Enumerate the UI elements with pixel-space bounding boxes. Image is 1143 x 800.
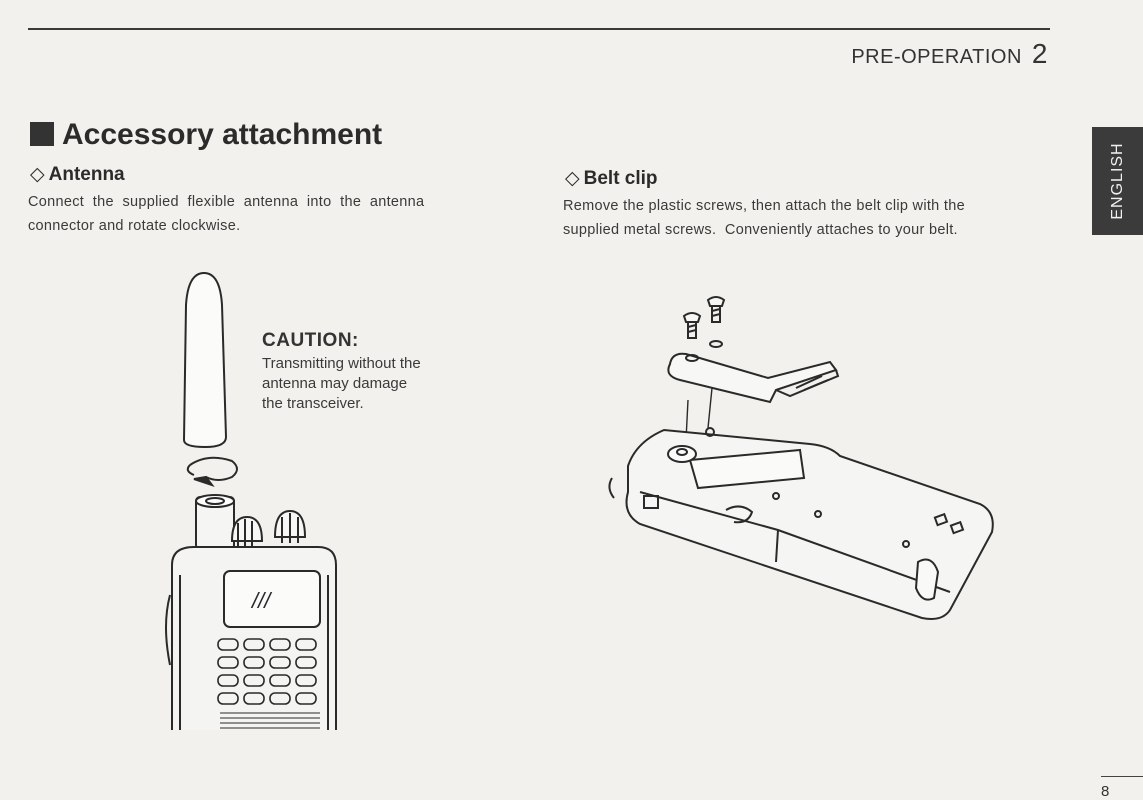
antenna-instructions: Connect the supplied flexible antenna in…: [28, 190, 518, 238]
antenna-illustration: ///: [165, 271, 337, 730]
chapter-title: PRE-OPERATION: [851, 46, 1022, 68]
section-title: Accessory attachment: [30, 118, 382, 152]
belt-clip-illustration: [608, 296, 994, 620]
caution-note: CAUTION: Transmitting without the antenn…: [262, 330, 462, 414]
caution-line-1: Transmitting without the: [262, 355, 421, 372]
page-number: 8: [1101, 783, 1110, 800]
screw-icon: [706, 296, 726, 323]
caution-title: CAUTION:: [262, 330, 359, 351]
belt-clip-heading: ◇Belt clip: [565, 167, 658, 190]
top-rule: [28, 28, 1050, 30]
caution-body: Transmitting without the antenna may dam…: [262, 354, 462, 414]
language-tab-label: ENGLISH: [1108, 142, 1126, 220]
belt-clip-line-1: Remove the plastic screws, then attach t…: [563, 198, 965, 214]
page-number-rule: [1101, 776, 1143, 777]
antenna-heading-text: Antenna: [48, 164, 125, 185]
diamond-outline-icon: ◇: [30, 164, 45, 185]
belt-clip-heading-text: Belt clip: [583, 168, 658, 189]
caution-line-3: the transceiver.: [262, 395, 364, 412]
language-tab[interactable]: ENGLISH: [1092, 127, 1143, 235]
filled-square-icon: [30, 122, 54, 146]
display-glyph: ///: [250, 588, 272, 613]
belt-clip-line-2: supplied metal screws. Conveniently atta…: [563, 222, 958, 238]
caution-line-2: antenna may damage: [262, 375, 408, 392]
chapter-number: 2: [1031, 38, 1048, 69]
antenna-line-2: connector and rotate clockwise.: [28, 218, 241, 234]
antenna-line-1: Connect the supplied flexible antenna in…: [28, 194, 425, 210]
section-title-text: Accessory attachment: [62, 118, 383, 151]
chapter-header: PRE-OPERATION 2: [851, 38, 1048, 70]
antenna-heading: ◇Antenna: [30, 163, 125, 186]
diamond-outline-icon: ◇: [565, 168, 580, 189]
belt-clip-instructions: Remove the plastic screws, then attach t…: [563, 194, 1063, 242]
